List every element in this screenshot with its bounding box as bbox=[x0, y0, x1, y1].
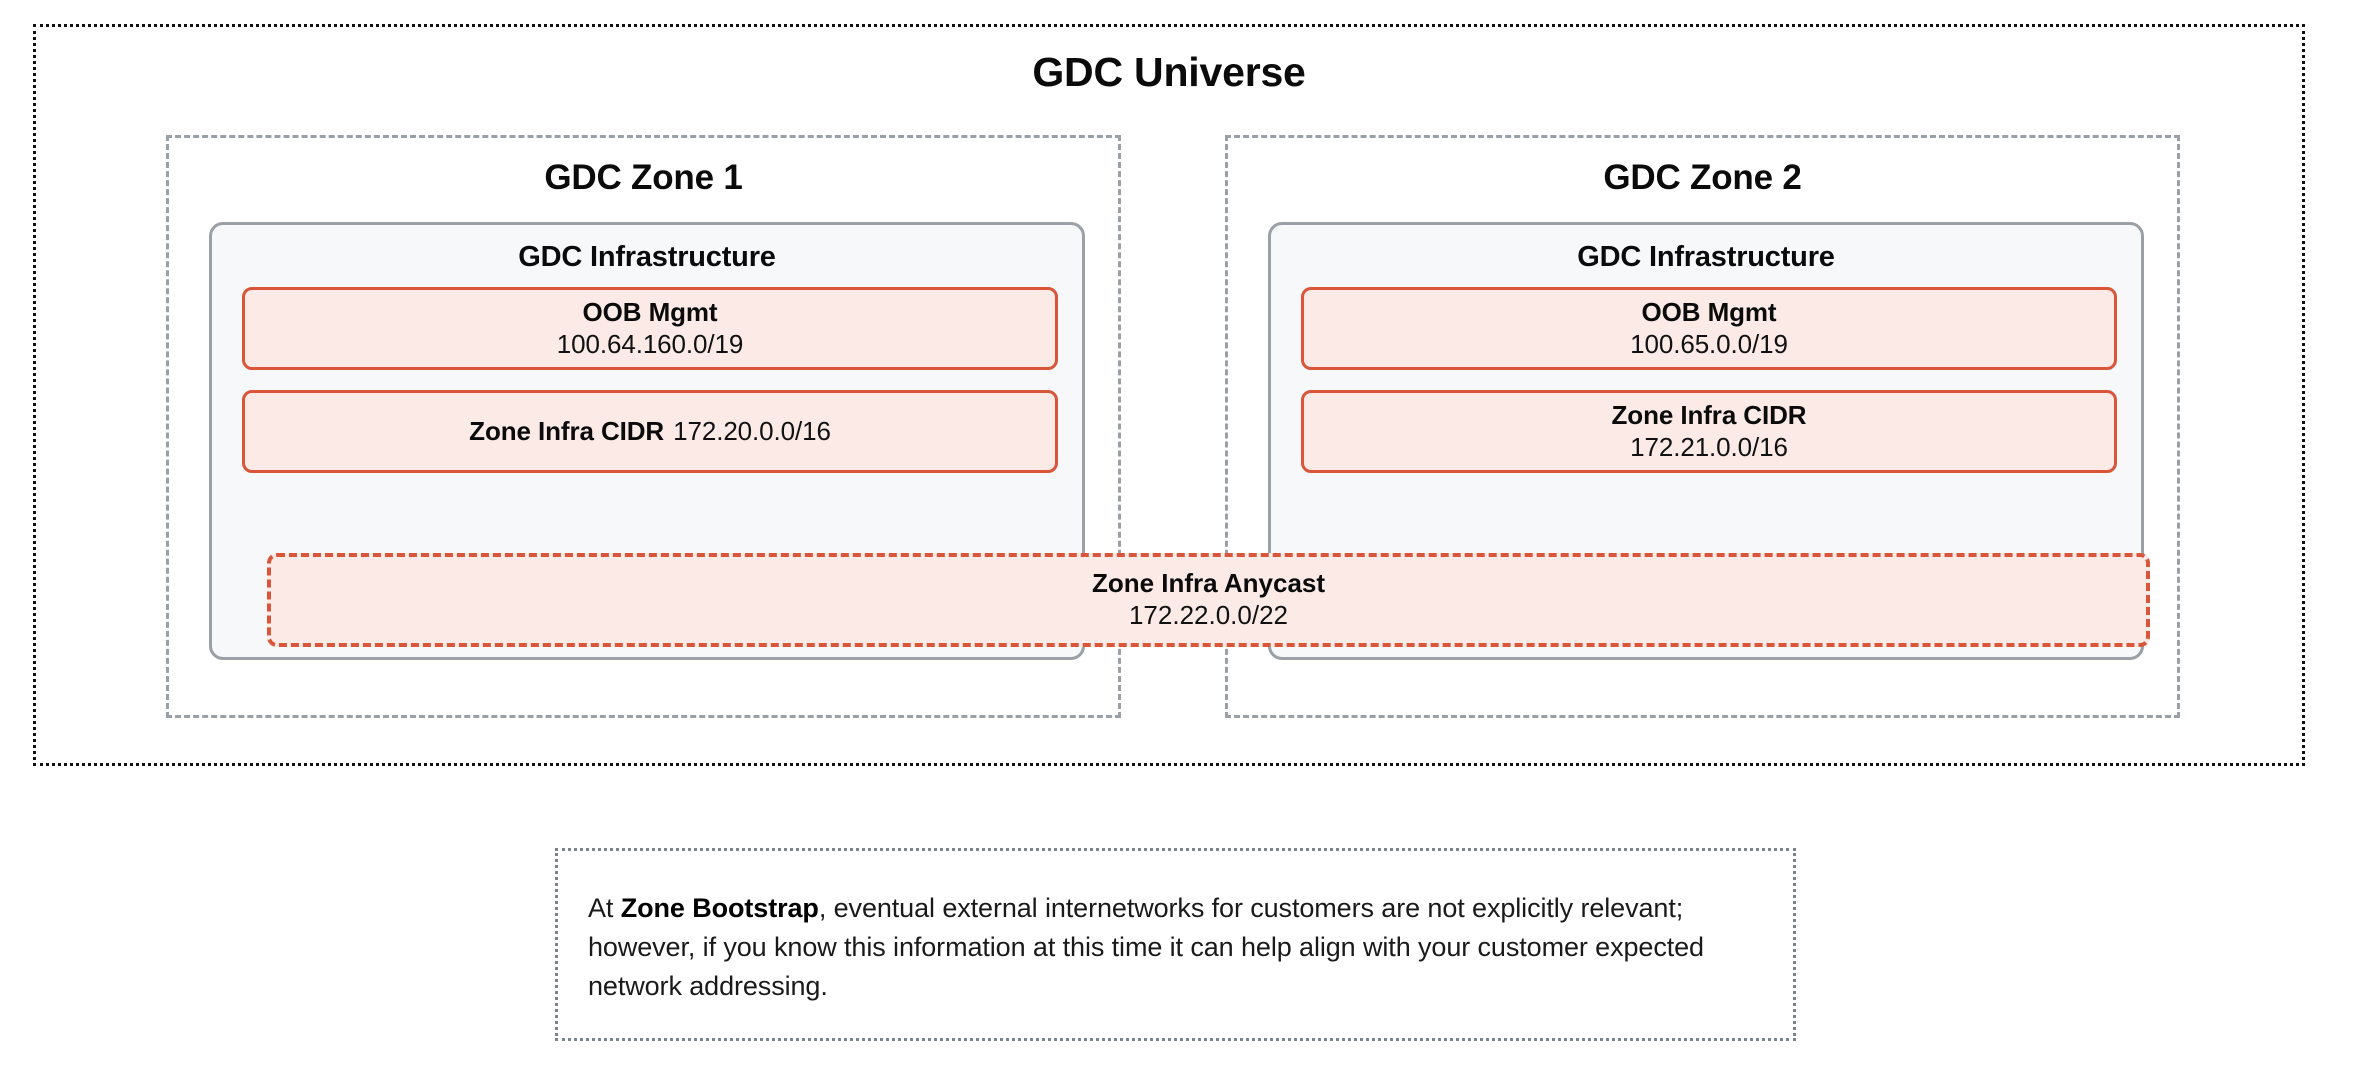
zone-infra-anycast-label: Zone Infra Anycast bbox=[1091, 568, 1326, 599]
gdc-zone-1-zone-infra-cidr-label: Zone Infra CIDR bbox=[469, 415, 665, 446]
gdc-zone-1-zone-infra-cidr-block: Zone Infra CIDR 172.20.0.0/16 bbox=[242, 390, 1058, 473]
gdc-universe-container: GDC Universe GDC Zone 1 GDC Infrastructu… bbox=[33, 24, 2305, 766]
gdc-zone-2-zone-infra-cidr-value: 172.21.0.0/16 bbox=[1630, 431, 1788, 462]
gdc-zone-2-oob-mgmt-cidr: 100.65.0.0/19 bbox=[1630, 328, 1788, 359]
gdc-zone-1-zone-infra-cidr-value: 172.20.0.0/16 bbox=[673, 415, 831, 446]
gdc-zone-2-zone-infra-cidr-label: Zone Infra CIDR bbox=[1611, 399, 1807, 430]
zone-bootstrap-note-box: At Zone Bootstrap, eventual external int… bbox=[555, 848, 1796, 1041]
gdc-zone-1-oob-mgmt-cidr: 100.64.160.0/19 bbox=[556, 328, 744, 359]
gdc-zone-1-infrastructure-title: GDC Infrastructure bbox=[518, 241, 776, 273]
zone-infra-anycast-cidr: 172.22.0.0/22 bbox=[1128, 600, 1289, 630]
note-body: , eventual external internetworks for cu… bbox=[588, 893, 1704, 1001]
gdc-zone-2-oob-mgmt-block: OOB Mgmt 100.65.0.0/19 bbox=[1301, 287, 2117, 370]
note-emphasis: Zone Bootstrap bbox=[620, 893, 819, 923]
gdc-zone-2-oob-mgmt-label: OOB Mgmt bbox=[1641, 296, 1777, 327]
gdc-zone-2-title: GDC Zone 2 bbox=[1603, 158, 1802, 197]
gdc-zone-1-oob-mgmt-block: OOB Mgmt 100.64.160.0/19 bbox=[242, 287, 1058, 370]
gdc-zone-2-zone-infra-cidr-block: Zone Infra CIDR 172.21.0.0/16 bbox=[1301, 390, 2117, 473]
note-prefix: At bbox=[588, 893, 621, 923]
gdc-zone-1-title: GDC Zone 1 bbox=[544, 158, 743, 197]
gdc-universe-title: GDC Universe bbox=[1032, 49, 1306, 95]
gdc-zone-2-infrastructure-title: GDC Infrastructure bbox=[1577, 241, 1835, 273]
zone-infra-anycast-block: Zone Infra Anycast 172.22.0.0/22 bbox=[267, 553, 2150, 647]
zone-bootstrap-note-text: At Zone Bootstrap, eventual external int… bbox=[588, 889, 1765, 1006]
gdc-zone-1-oob-mgmt-label: OOB Mgmt bbox=[582, 296, 718, 327]
